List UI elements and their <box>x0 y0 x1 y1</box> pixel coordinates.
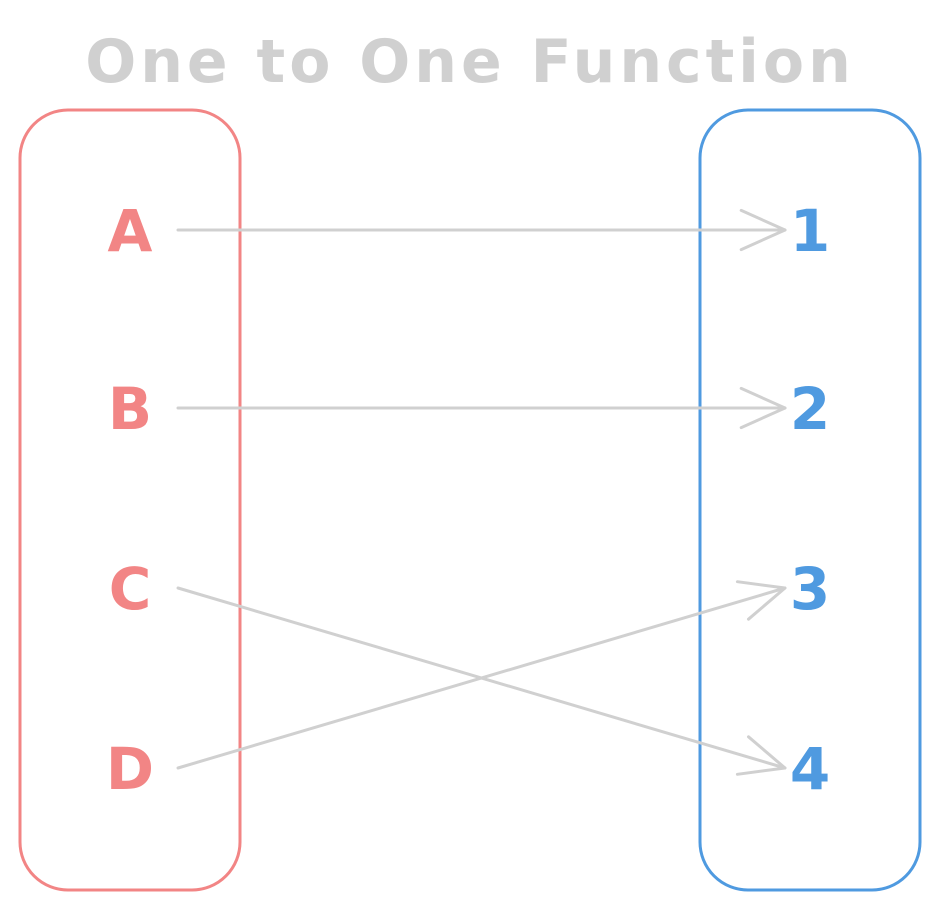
domain-item-b: B <box>108 375 152 443</box>
mapping-arrows <box>176 208 787 776</box>
mapping-arrow-d-3 <box>176 580 787 770</box>
mapping-arrow-b-2 <box>176 386 787 430</box>
arrow-line <box>176 586 787 770</box>
mapping-arrow-a-1 <box>176 208 787 252</box>
domain-set-box <box>18 108 242 892</box>
codomain-set-box <box>698 108 922 892</box>
codomain-item-4: 4 <box>790 735 830 803</box>
codomain-item-2: 2 <box>790 375 830 443</box>
domain-item-a: A <box>108 197 153 265</box>
arrow-head <box>735 580 787 621</box>
arrow-head <box>735 735 787 776</box>
domain-labels: A B C D <box>106 197 154 803</box>
arrow-head <box>739 208 787 252</box>
codomain-item-1: 1 <box>790 197 830 265</box>
codomain-item-3: 3 <box>790 555 830 623</box>
arrow-head <box>739 386 787 430</box>
diagram-title: One to One Function <box>85 27 855 97</box>
domain-item-c: C <box>109 555 152 623</box>
domain-item-d: D <box>106 735 154 803</box>
codomain-labels: 1 2 3 4 <box>790 197 830 803</box>
